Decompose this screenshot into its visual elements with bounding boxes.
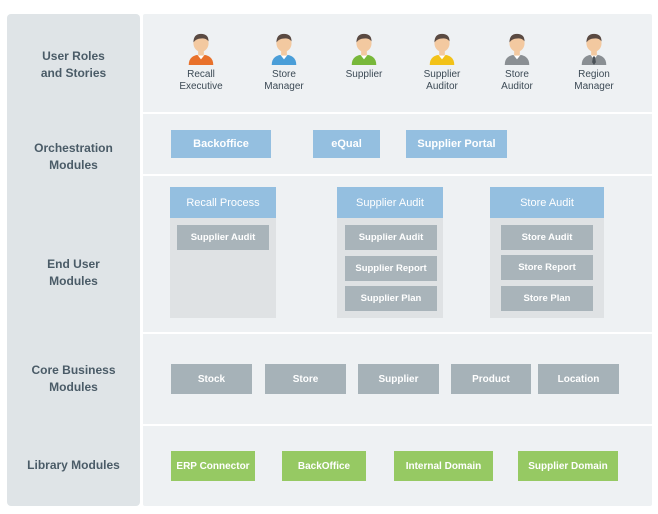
- user-role-label: Recall Executive: [179, 69, 223, 92]
- person-tie-icon: [581, 33, 607, 65]
- panel-title: Recall Process: [170, 187, 276, 218]
- library-module-backoffice: BackOffice: [282, 451, 366, 481]
- row-label-text: Orchestration Modules: [34, 141, 113, 172]
- row-divider: [143, 424, 652, 426]
- row-label-text: Core Business Modules: [31, 363, 116, 394]
- core-module-store: Store: [265, 364, 346, 394]
- row-label-text: User Roles and Stories: [40, 49, 107, 80]
- user-role: Store Manager: [251, 31, 317, 93]
- end-user-module-recall-process: Recall Process Supplier Audit: [170, 187, 276, 318]
- orchestration-module-supplier-portal: Supplier Portal: [406, 130, 507, 158]
- core-module-product: Product: [451, 364, 531, 394]
- library-module-internal-domain: Internal Domain: [394, 451, 493, 481]
- row-divider: [143, 112, 652, 114]
- core-module-supplier: Supplier: [358, 364, 439, 394]
- module-label: Supplier Domain: [528, 460, 608, 472]
- module-label: Stock: [197, 373, 226, 385]
- sub-module: Store Audit: [501, 225, 593, 250]
- core-module-location: Location: [538, 364, 619, 394]
- row-label-text: End User Modules: [47, 257, 100, 288]
- module-label: Supplier: [378, 373, 419, 385]
- row-label-column: [7, 14, 140, 506]
- module-label: eQual: [331, 138, 362, 150]
- sub-module: Store Report: [501, 255, 593, 280]
- row-label-orchestration: Orchestration Modules: [7, 140, 140, 174]
- row-label-text: Library Modules: [27, 458, 120, 472]
- sub-module: Supplier Plan: [345, 286, 437, 311]
- module-label: Store: [292, 373, 319, 385]
- orchestration-module-backoffice: Backoffice: [171, 130, 271, 158]
- row-label-library: Library Modules: [7, 457, 140, 474]
- person-icon: [271, 33, 297, 65]
- row-label-core-business: Core Business Modules: [7, 362, 140, 396]
- person-icon: [429, 33, 455, 65]
- module-label: ERP Connector: [176, 460, 250, 472]
- module-label: Internal Domain: [405, 460, 482, 472]
- sub-module: Supplier Report: [345, 256, 437, 281]
- user-role: Region Manager: [561, 31, 627, 93]
- sub-module: Supplier Audit: [177, 225, 269, 250]
- user-role-label: Region Manager: [574, 69, 614, 92]
- module-label: Product: [472, 373, 510, 385]
- row-divider: [143, 174, 652, 176]
- user-role: Supplier: [331, 31, 397, 81]
- user-role-label: Supplier Auditor: [423, 69, 461, 92]
- core-module-stock: Stock: [171, 364, 252, 394]
- module-label: BackOffice: [297, 460, 351, 472]
- user-role-label: Supplier: [345, 69, 383, 80]
- library-module-erp-connector: ERP Connector: [171, 451, 255, 481]
- user-role-label: Store Manager: [264, 69, 304, 92]
- panel-title: Store Audit: [490, 187, 604, 218]
- panel-title: Supplier Audit: [337, 187, 443, 218]
- module-label: Backoffice: [193, 138, 249, 150]
- row-divider: [143, 332, 652, 334]
- sub-module: Store Plan: [501, 286, 593, 311]
- user-role: Store Auditor: [484, 31, 550, 93]
- person-icon: [188, 33, 214, 65]
- person-icon: [504, 33, 530, 65]
- row-label-end-user: End User Modules: [7, 256, 140, 290]
- row-label-user-roles: User Roles and Stories: [7, 48, 140, 82]
- person-icon: [351, 33, 377, 65]
- module-label: Supplier Portal: [417, 138, 496, 150]
- user-role-label: Store Auditor: [501, 69, 533, 92]
- end-user-module-supplier-audit: Supplier Audit Supplier Audit Supplier R…: [337, 187, 443, 318]
- module-label: Location: [557, 373, 600, 385]
- user-role: Supplier Auditor: [409, 31, 475, 93]
- sub-module: Supplier Audit: [345, 225, 437, 250]
- user-role: Recall Executive: [168, 31, 234, 93]
- library-module-supplier-domain: Supplier Domain: [518, 451, 618, 481]
- orchestration-module-equal: eQual: [313, 130, 380, 158]
- end-user-module-store-audit: Store Audit Store Audit Store Report Sto…: [490, 187, 604, 318]
